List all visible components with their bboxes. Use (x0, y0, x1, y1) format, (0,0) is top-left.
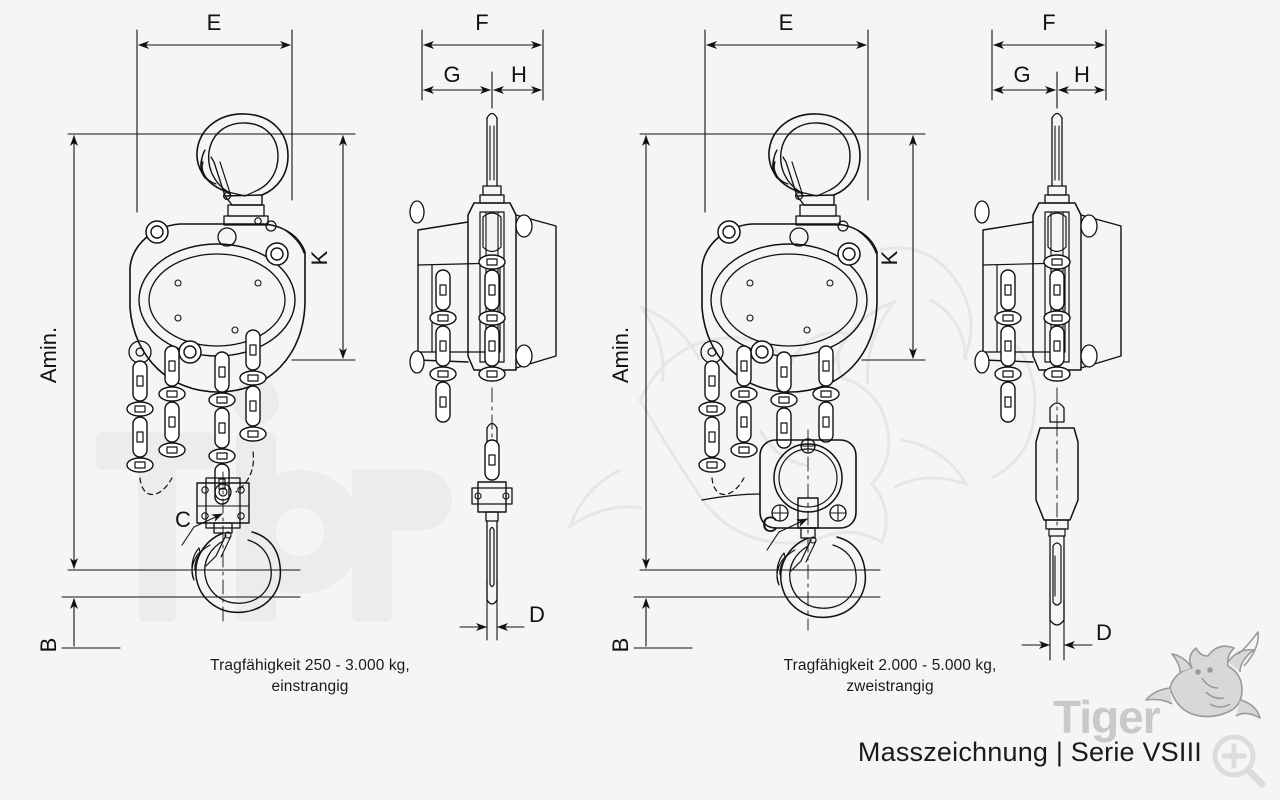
dim-D-right (1021, 599, 1093, 661)
hand-chain-left (126, 340, 186, 495)
dim-Amin-left (67, 133, 356, 571)
load-chain-left (208, 351, 236, 505)
bottom-sheave-block-right (701, 438, 857, 539)
hoist-body-right-side (974, 200, 1122, 374)
label-E-left: E (207, 10, 222, 35)
label-B-right: B (608, 638, 633, 653)
tiger-wordmark: Tiger (1053, 691, 1161, 743)
view-left-front (61, 29, 356, 649)
top-hook-left (196, 113, 289, 206)
load-chain-right-b (812, 345, 840, 443)
dim-C-right (766, 518, 808, 551)
dim-F-left (421, 29, 544, 101)
label-H-left: H (511, 62, 527, 87)
bottom-block-right-side (1035, 402, 1079, 626)
label-C-right: C (762, 512, 778, 537)
suspension-left-side (479, 112, 505, 204)
suspension-right-side (1044, 112, 1070, 204)
label-F-right: F (1042, 10, 1055, 35)
label-H-right: H (1074, 62, 1090, 87)
page-title: Masszeichnung | Serie VSIII (857, 737, 1202, 767)
caption-right-view: Tragfähigkeit 2.000 - 5.000 kg, zweistra… (783, 657, 997, 695)
dim-GH-right (993, 71, 1105, 109)
label-D-left: D (529, 602, 545, 627)
view-right-front (633, 29, 926, 649)
dim-K-left (291, 133, 356, 361)
label-G-left: G (443, 62, 460, 87)
view-left-side (409, 29, 557, 641)
dim-K-right (861, 133, 926, 361)
dim-E-right (704, 29, 869, 213)
bottom-block-left-side (471, 422, 513, 605)
label-Amin-left: Amin. (36, 327, 61, 383)
top-hook-right (768, 113, 861, 206)
magnifier-plus-icon[interactable] (1208, 730, 1270, 792)
dim-E-left (136, 29, 293, 213)
dim-C-left (181, 513, 223, 546)
hand-chain-right (698, 340, 758, 495)
view-right-side (974, 29, 1122, 661)
dim-F-right (991, 29, 1107, 101)
label-C-left: C (175, 507, 191, 532)
caption-left-view: Tragfähigkeit 250 - 3.000 kg, einstrangi… (210, 657, 410, 695)
label-K-left: K (307, 250, 332, 265)
hook-swivel-right (795, 204, 841, 226)
label-Amin-right: Amin. (608, 327, 633, 383)
label-K-right: K (877, 250, 902, 265)
label-B-left: B (36, 638, 61, 653)
tiger-logo-icon (1145, 631, 1261, 719)
load-chain-right-a (770, 351, 798, 449)
dim-GH-left (423, 71, 542, 109)
hoist-body-left-side (409, 200, 557, 374)
label-D-right: D (1096, 620, 1112, 645)
dim-B-left (61, 596, 301, 649)
label-F-left: F (475, 10, 488, 35)
bottom-hook-right (776, 429, 867, 631)
label-G-right: G (1013, 62, 1030, 87)
bottom-hook-left (191, 471, 282, 626)
dim-B-right (633, 596, 881, 649)
dim-D-left (459, 579, 525, 641)
label-E-right: E (779, 10, 794, 35)
hook-swivel-left (223, 204, 269, 226)
free-chain-left (235, 329, 267, 493)
